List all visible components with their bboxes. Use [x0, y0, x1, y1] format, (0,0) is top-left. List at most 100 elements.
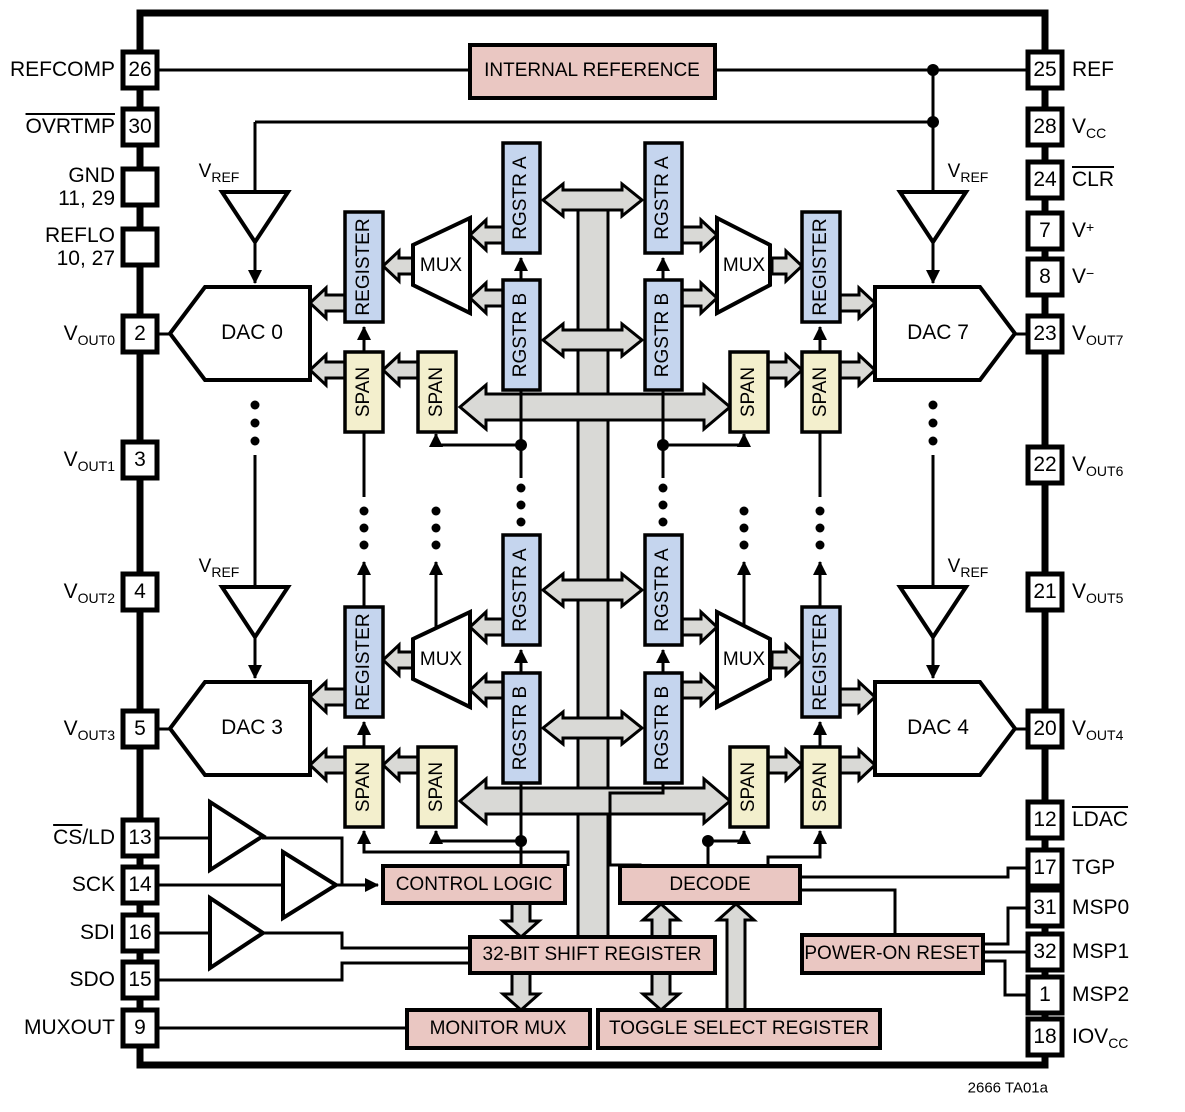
rgstr-a-label: RGSTR A	[510, 548, 531, 632]
control-logic-block	[381, 864, 567, 905]
pin-label-vout4: VOUT4	[1072, 717, 1124, 743]
span-label: SPAN	[353, 366, 374, 418]
pin-label-tgp: TGP	[1072, 856, 1116, 879]
pin-label-vout3: VOUT3	[63, 717, 115, 743]
mux-label: MUX	[722, 255, 766, 276]
pin-number-7: 7	[1039, 219, 1051, 242]
span-label: SPAN	[738, 761, 759, 813]
pin-label-ovrtmp: OVRTMP	[25, 115, 115, 138]
central-bus	[576, 196, 610, 939]
pin-label-ref: REF	[1072, 58, 1114, 81]
vref-buffer-dac4	[896, 585, 970, 641]
pin-number-26: 26	[128, 58, 152, 81]
pin-number-1: 1	[1039, 983, 1051, 1006]
dac4-shape	[873, 680, 1018, 777]
csld-buffer	[208, 798, 267, 874]
pin-number-13: 13	[128, 826, 152, 849]
shift-register-label: 32-BIT SHIFT REGISTER	[482, 944, 702, 965]
pin-label-clr: CLR	[1072, 168, 1115, 191]
pin-label-vminus: V−	[1072, 265, 1095, 288]
rgstr-b-label: RGSTR B	[652, 292, 673, 378]
pin-label-msp2: MSP2	[1072, 983, 1130, 1006]
dac0-label: DAC 0	[221, 321, 283, 344]
rgstr-a-label: RGSTR A	[652, 548, 673, 632]
pin-number-24: 24	[1033, 168, 1057, 191]
pin-number-18: 18	[1033, 1025, 1057, 1048]
pin-label-msp1: MSP1	[1072, 940, 1130, 963]
internal-reference-label: INTERNAL REFERENCE	[484, 60, 700, 81]
rgstr-a-label: RGSTR A	[510, 156, 531, 240]
register-label: REGISTER	[353, 613, 374, 711]
decode-label: DECODE	[669, 874, 751, 895]
pin-number-22: 22	[1033, 453, 1057, 476]
register-label: REGISTER	[810, 218, 831, 316]
mux-shapes	[411, 214, 772, 711]
control-logic-label: CONTROL LOGIC	[395, 874, 553, 895]
power-on-reset-block	[800, 933, 985, 975]
wires	[157, 68, 1028, 1030]
register-label: REGISTER	[810, 613, 831, 711]
toggle-select-register-block	[596, 1008, 882, 1050]
internal-reference-block	[468, 43, 717, 100]
power-on-reset-label: POWER-ON RESET	[804, 943, 980, 964]
pin-number-25: 25	[1033, 58, 1057, 81]
span-label: SPAN	[426, 366, 447, 418]
mux-label: MUX	[419, 255, 463, 276]
pin-number-15: 15	[128, 968, 152, 991]
sdi-buffer	[208, 894, 267, 972]
dac7-label: DAC 7	[907, 321, 969, 344]
ellipsis-dots	[250, 400, 938, 550]
pin-label-vout7: VOUT7	[1072, 322, 1124, 348]
register-blocks	[343, 141, 842, 829]
pin-number-21: 21	[1033, 580, 1057, 603]
pin-label-sdi: SDI	[79, 921, 115, 944]
pin-number-2: 2	[134, 322, 146, 345]
pin-number-30: 30	[128, 115, 152, 138]
rgstr-b-label: RGSTR B	[510, 685, 531, 771]
pin-number-32: 32	[1033, 940, 1057, 963]
pin-label-muxout: MUXOUT	[24, 1016, 115, 1039]
pin-label-vcc: VCC	[1072, 115, 1107, 141]
dac0-shape	[167, 285, 312, 382]
decode-block	[618, 864, 802, 905]
monitor-mux-block	[405, 1008, 592, 1050]
span-label: SPAN	[738, 366, 759, 418]
vref-buffer-dac3	[218, 585, 292, 641]
rgstr-a-label: RGSTR A	[652, 156, 673, 240]
pin-boxes	[120, 49, 1065, 1058]
dac7-shape	[873, 285, 1018, 382]
pin-number-31: 31	[1033, 896, 1057, 919]
pin-number-12: 12	[1033, 808, 1057, 831]
span-label: SPAN	[810, 761, 831, 813]
register-label: REGISTER	[353, 218, 374, 316]
vref-label: VREF	[198, 161, 240, 185]
mux-label: MUX	[419, 649, 463, 670]
pin-label-vout1: VOUT1	[63, 448, 115, 474]
dac3-label: DAC 3	[221, 716, 283, 739]
pin-number-14: 14	[128, 873, 152, 896]
pin-number-5: 5	[134, 717, 146, 740]
vref-buffer-dac7	[896, 190, 970, 246]
figure-caption: 2666 TA01a	[967, 1079, 1048, 1097]
pin-label-csld: CS/LD	[53, 826, 115, 849]
span-label: SPAN	[353, 761, 374, 813]
pin-label-vout5: VOUT5	[1072, 580, 1124, 606]
bus-merge	[579, 191, 607, 813]
pin-number-23: 23	[1033, 322, 1057, 345]
pin-label-vout6: VOUT6	[1072, 453, 1124, 479]
pin-number-28: 28	[1033, 115, 1057, 138]
pin-label-iovcc: IOVCC	[1072, 1025, 1129, 1051]
pin-label-ldac: LDAC	[1072, 808, 1129, 831]
span-label: SPAN	[426, 761, 447, 813]
shift-register-block	[468, 935, 717, 975]
vref-label: VREF	[198, 556, 240, 580]
pin-label-vout0: VOUT0	[63, 322, 115, 348]
pin-number-3: 3	[134, 448, 146, 471]
pin-label-sck: SCK	[71, 873, 115, 896]
pin-label-vplus: V+	[1072, 219, 1095, 242]
pin-label-vout2: VOUT2	[63, 580, 115, 606]
chip-frame	[136, 9, 1049, 1069]
rgstr-b-label: RGSTR B	[652, 685, 673, 771]
rgstr-b-label: RGSTR B	[510, 292, 531, 378]
